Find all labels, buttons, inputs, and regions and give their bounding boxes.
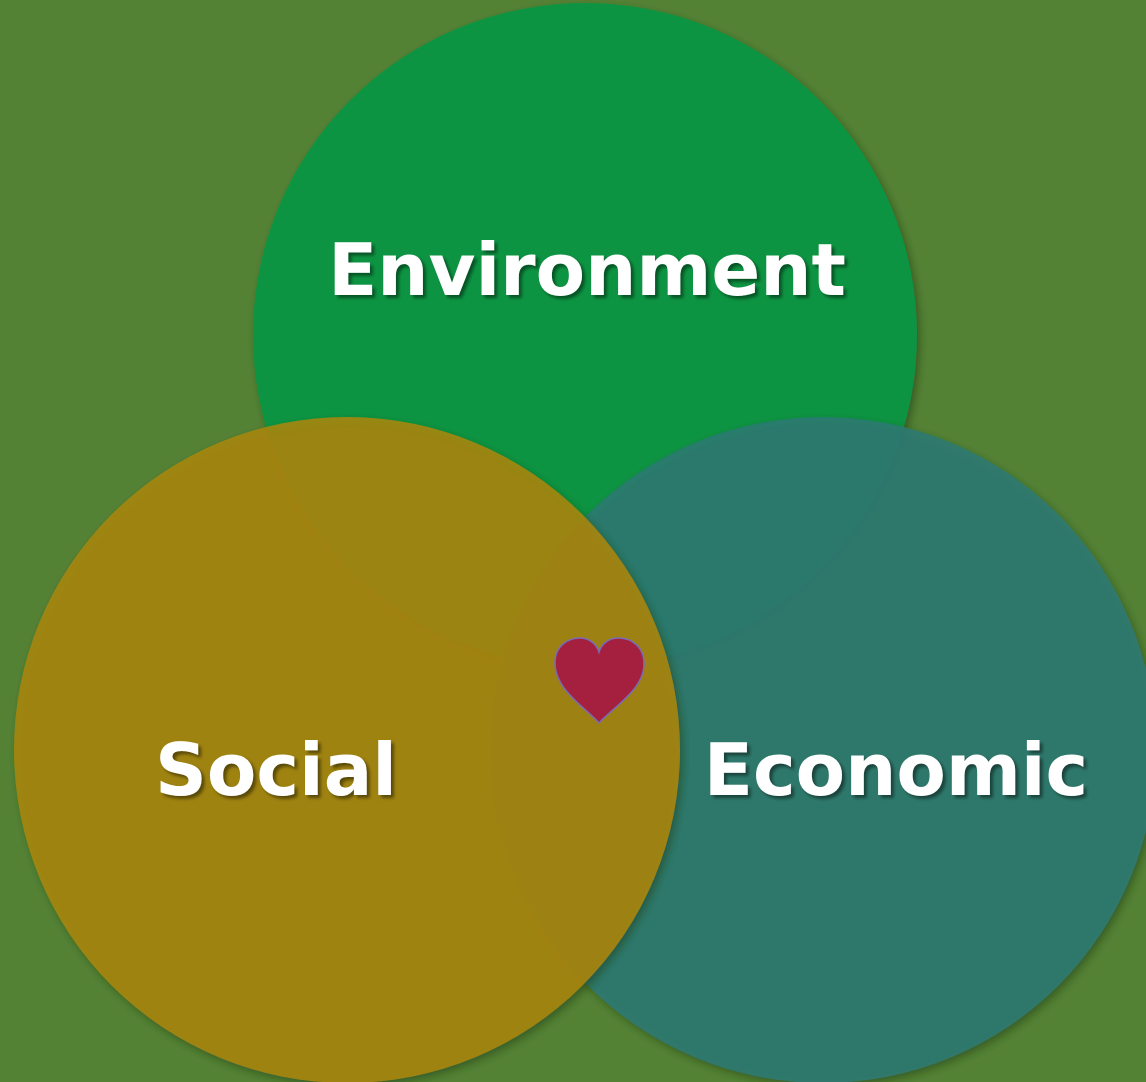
heart-icon	[554, 637, 645, 725]
economic-label: Economic	[704, 728, 1088, 812]
social-circle	[14, 417, 680, 1082]
economic-circle	[490, 417, 1146, 1082]
social-label: Social	[155, 728, 397, 812]
environment-label: Environment	[328, 228, 846, 312]
